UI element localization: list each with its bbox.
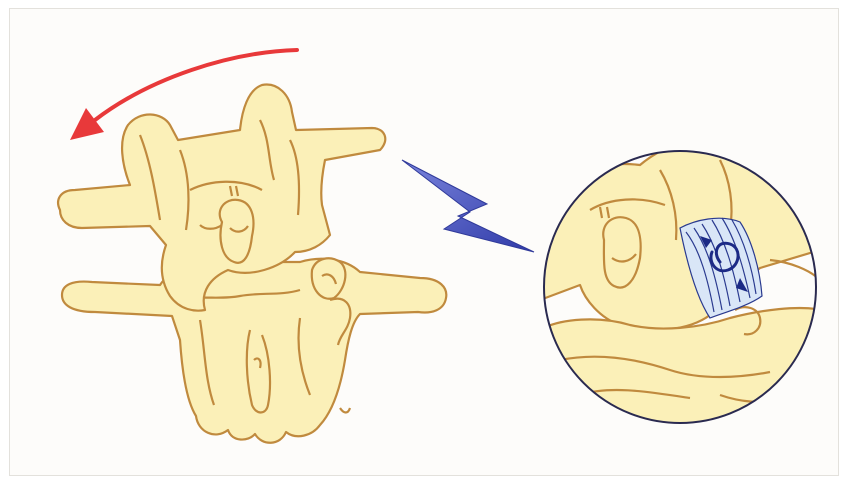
lightning-bolt-icon <box>402 160 534 252</box>
magnifier-circle <box>540 143 820 430</box>
lower-vertebra <box>62 259 446 443</box>
